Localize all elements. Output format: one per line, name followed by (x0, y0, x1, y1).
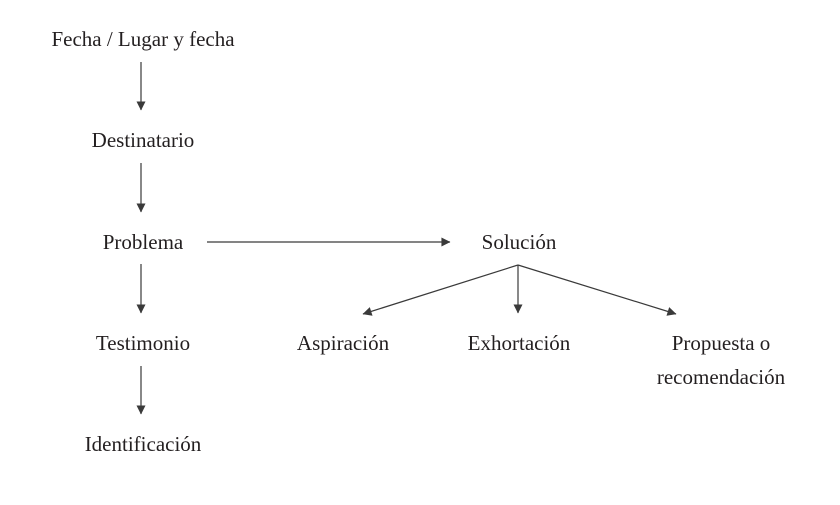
edge-solucion-propuesta (517, 264, 677, 316)
edges (136, 62, 677, 415)
node-identificacion: Identificación (85, 432, 202, 456)
node-exhortacion: Exhortación (468, 331, 571, 355)
node-fecha: Fecha / Lugar y fecha (51, 27, 235, 51)
node-problema: Problema (103, 230, 184, 254)
nodes: Fecha / Lugar y fecha Destinatario Probl… (51, 27, 785, 456)
node-solucion: Solución (482, 230, 557, 254)
node-testimonio: Testimonio (96, 331, 190, 355)
node-destinatario: Destinatario (92, 128, 195, 152)
node-propuesta-line1: Propuesta o (672, 331, 771, 355)
edge-solucion-aspiracion (362, 264, 519, 316)
node-aspiracion: Aspiración (297, 331, 390, 355)
node-propuesta-line2: recomendación (657, 365, 786, 389)
